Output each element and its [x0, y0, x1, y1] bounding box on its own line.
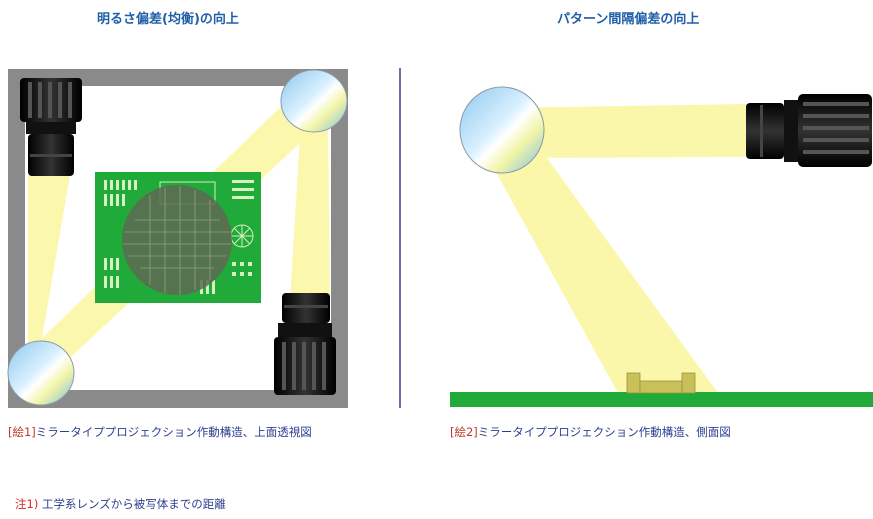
light-beam	[492, 132, 718, 393]
footnote-tag: 注1)	[15, 497, 39, 511]
caption-left-tag: [絵1]	[8, 425, 36, 439]
footnote-text: 工学系レンズから被写体までの距離	[38, 497, 226, 511]
light-beam	[28, 175, 70, 355]
pcb-icon	[95, 172, 261, 303]
caption-left-text: ミラータイププロジェクション作動構造、上面透視図	[35, 425, 312, 439]
top-view-diagram	[7, 69, 348, 408]
light-beam	[498, 104, 748, 158]
light-beam	[290, 118, 330, 300]
mirror-icon	[280, 69, 348, 133]
caption-right: [絵2]ミラータイププロジェクション作動構造、側面図	[450, 424, 731, 440]
camera-lens-icon	[20, 78, 82, 176]
side-view-diagram	[450, 86, 873, 407]
inspection-area	[122, 185, 232, 295]
title-left: 明るさ偏差(均衡)の向上	[97, 12, 239, 27]
caption-left: [絵1]ミラータイププロジェクション作動構造、上面透視図	[8, 424, 312, 440]
component	[626, 372, 696, 394]
pcb-board	[450, 392, 873, 407]
mirror-icon	[7, 340, 75, 406]
camera-lens-icon	[746, 94, 872, 167]
title-right: パターン間隔偏差の向上	[557, 12, 700, 27]
mirror-icon	[459, 86, 545, 174]
caption-right-text: ミラータイププロジェクション作動構造、側面図	[477, 425, 731, 439]
footnote: 注1) 工学系レンズから被写体までの距離	[15, 496, 226, 512]
camera-lens-icon	[274, 293, 336, 395]
caption-right-tag: [絵2]	[450, 425, 478, 439]
